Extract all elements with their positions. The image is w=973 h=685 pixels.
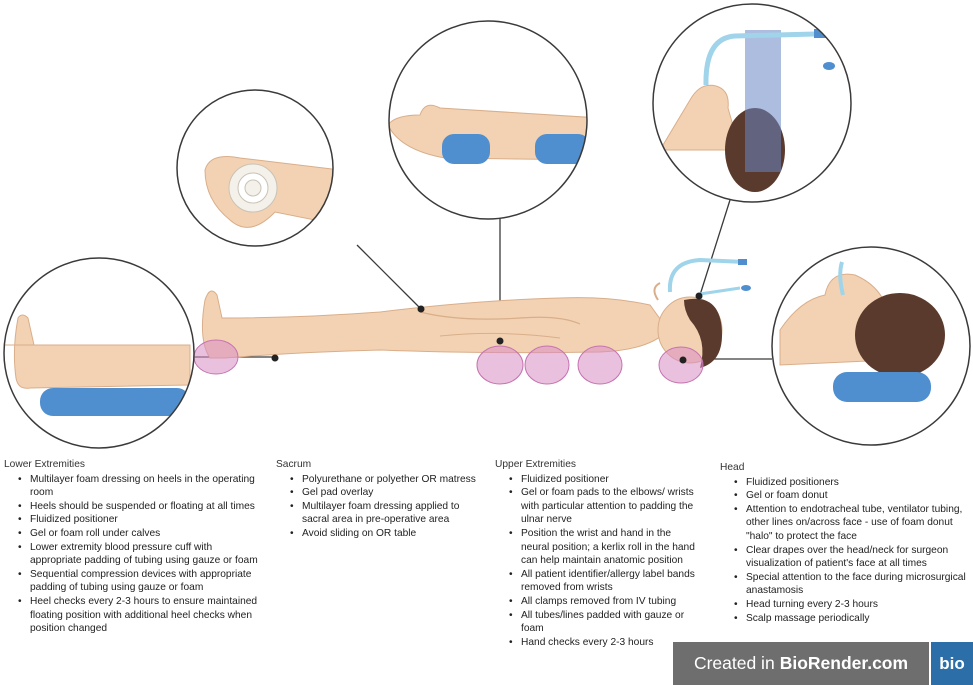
list-item: Gel or foam roll under calves: [18, 527, 262, 541]
list-item: Gel pad overlay: [290, 486, 476, 500]
pressure-points: [193, 339, 704, 385]
callout-arm: [388, 20, 588, 220]
callout-head-donut: [771, 246, 971, 446]
list-item: Gel or foam donut: [734, 489, 968, 503]
biorender-badge[interactable]: Created in BioRender.com bio: [673, 642, 973, 685]
list-item: Scalp massage periodically: [734, 612, 968, 626]
list-item: Position the wrist and hand in the neura…: [509, 527, 700, 568]
list-item: Attention to endotracheal tube, ventilat…: [734, 503, 968, 544]
list-item: Multilayer foam dressing applied to sacr…: [290, 500, 476, 527]
badge-brand: BioRender.com: [779, 653, 909, 673]
list-item: Gel or foam pads to the elbows/ wrists w…: [509, 486, 700, 527]
list-item: Hand checks every 2-3 hours: [509, 636, 700, 650]
list-item: Heels should be suspended or floating at…: [18, 500, 262, 514]
bullet-list: Fluidized positioners Gel or foam donut …: [720, 476, 968, 626]
callout-heel: [3, 257, 195, 449]
bullet-list: Multilayer foam dressing on heels in the…: [4, 473, 262, 636]
connector-dots: [271, 292, 703, 364]
bullet-list: Polyurethane or polyether OR matress Gel…: [276, 473, 476, 541]
section-title: Lower Extremities: [4, 459, 85, 470]
list-item: Multilayer foam dressing on heels in the…: [18, 473, 262, 500]
lower-extremities-section: Lower Extremities Multilayer foam dressi…: [4, 458, 262, 636]
list-item: All clamps removed from IV tubing: [509, 595, 700, 609]
badge-text: Created in BioRender.com: [673, 642, 929, 685]
illustration: [3, 3, 971, 449]
section-title: Head: [720, 462, 745, 473]
list-item: Polyurethane or polyether OR matress: [290, 473, 476, 487]
biorender-logo-icon: bio: [931, 642, 973, 685]
patient-body: [201, 257, 751, 368]
section-title: Upper Extremities: [495, 459, 576, 470]
bullet-list: Fluidized positioner Gel or foam pads to…: [495, 473, 700, 650]
head-section: Head Fluidized positioners Gel or foam d…: [720, 461, 968, 625]
callout-hand: [176, 89, 334, 247]
list-item: Special attention to the face during mic…: [734, 571, 968, 598]
list-item: All patient identifier/allergy label ban…: [509, 568, 700, 595]
sacrum-section: Sacrum Polyurethane or polyether OR matr…: [276, 458, 476, 541]
list-item: Clear drapes over the head/neck for surg…: [734, 544, 968, 571]
list-item: Fluidized positioner: [509, 473, 700, 487]
callout-face-drape: [652, 3, 852, 203]
list-item: All tubes/lines padded with gauze or foa…: [509, 609, 700, 636]
section-title: Sacrum: [276, 459, 312, 470]
list-item: Fluidized positioner: [18, 513, 262, 527]
upper-extremities-section: Upper Extremities Fluidized positioner G…: [495, 458, 700, 649]
list-item: Avoid sliding on OR table: [290, 527, 476, 541]
list-item: Head turning every 2-3 hours: [734, 598, 968, 612]
list-item: Sequential compression devices with appr…: [18, 568, 262, 595]
badge-prefix: Created in: [693, 653, 775, 673]
list-item: Heel checks every 2-3 hours to ensure ma…: [18, 595, 262, 636]
list-item: Fluidized positioners: [734, 476, 968, 490]
list-item: Lower extremity blood pressure cuff with…: [18, 541, 262, 568]
